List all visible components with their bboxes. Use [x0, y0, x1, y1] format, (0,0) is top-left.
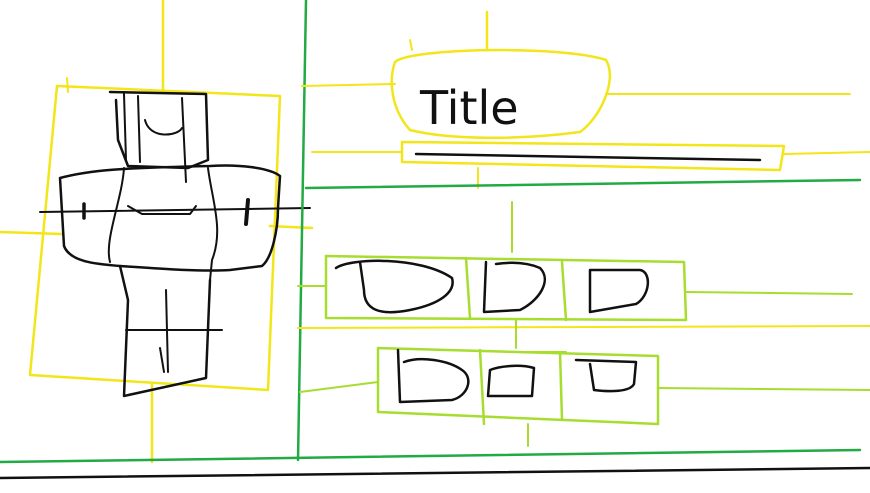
card-thumb-6 [574, 358, 638, 393]
card-thumb-3 [588, 268, 649, 314]
character-panel [0, 0, 314, 464]
card-rows [297, 201, 870, 447]
panel-divider [296, 0, 308, 462]
character-head [108, 90, 210, 170]
character-torso [58, 164, 282, 272]
character-legs [118, 264, 212, 398]
page-title: Title [419, 81, 519, 135]
card-thumb-4 [396, 348, 470, 404]
card-row-2 [376, 346, 660, 426]
bottom-divider [0, 448, 862, 464]
card-thumb-5 [486, 364, 536, 398]
subtitle-line [414, 152, 762, 162]
title-box [390, 48, 612, 139]
card-thumb-2 [482, 260, 546, 314]
subtitle-bar [400, 140, 786, 172]
title-section: Title [301, 10, 870, 190]
card-row-1 [324, 254, 688, 322]
card-thumb-1 [334, 259, 454, 314]
bottom-baseline [0, 466, 870, 480]
